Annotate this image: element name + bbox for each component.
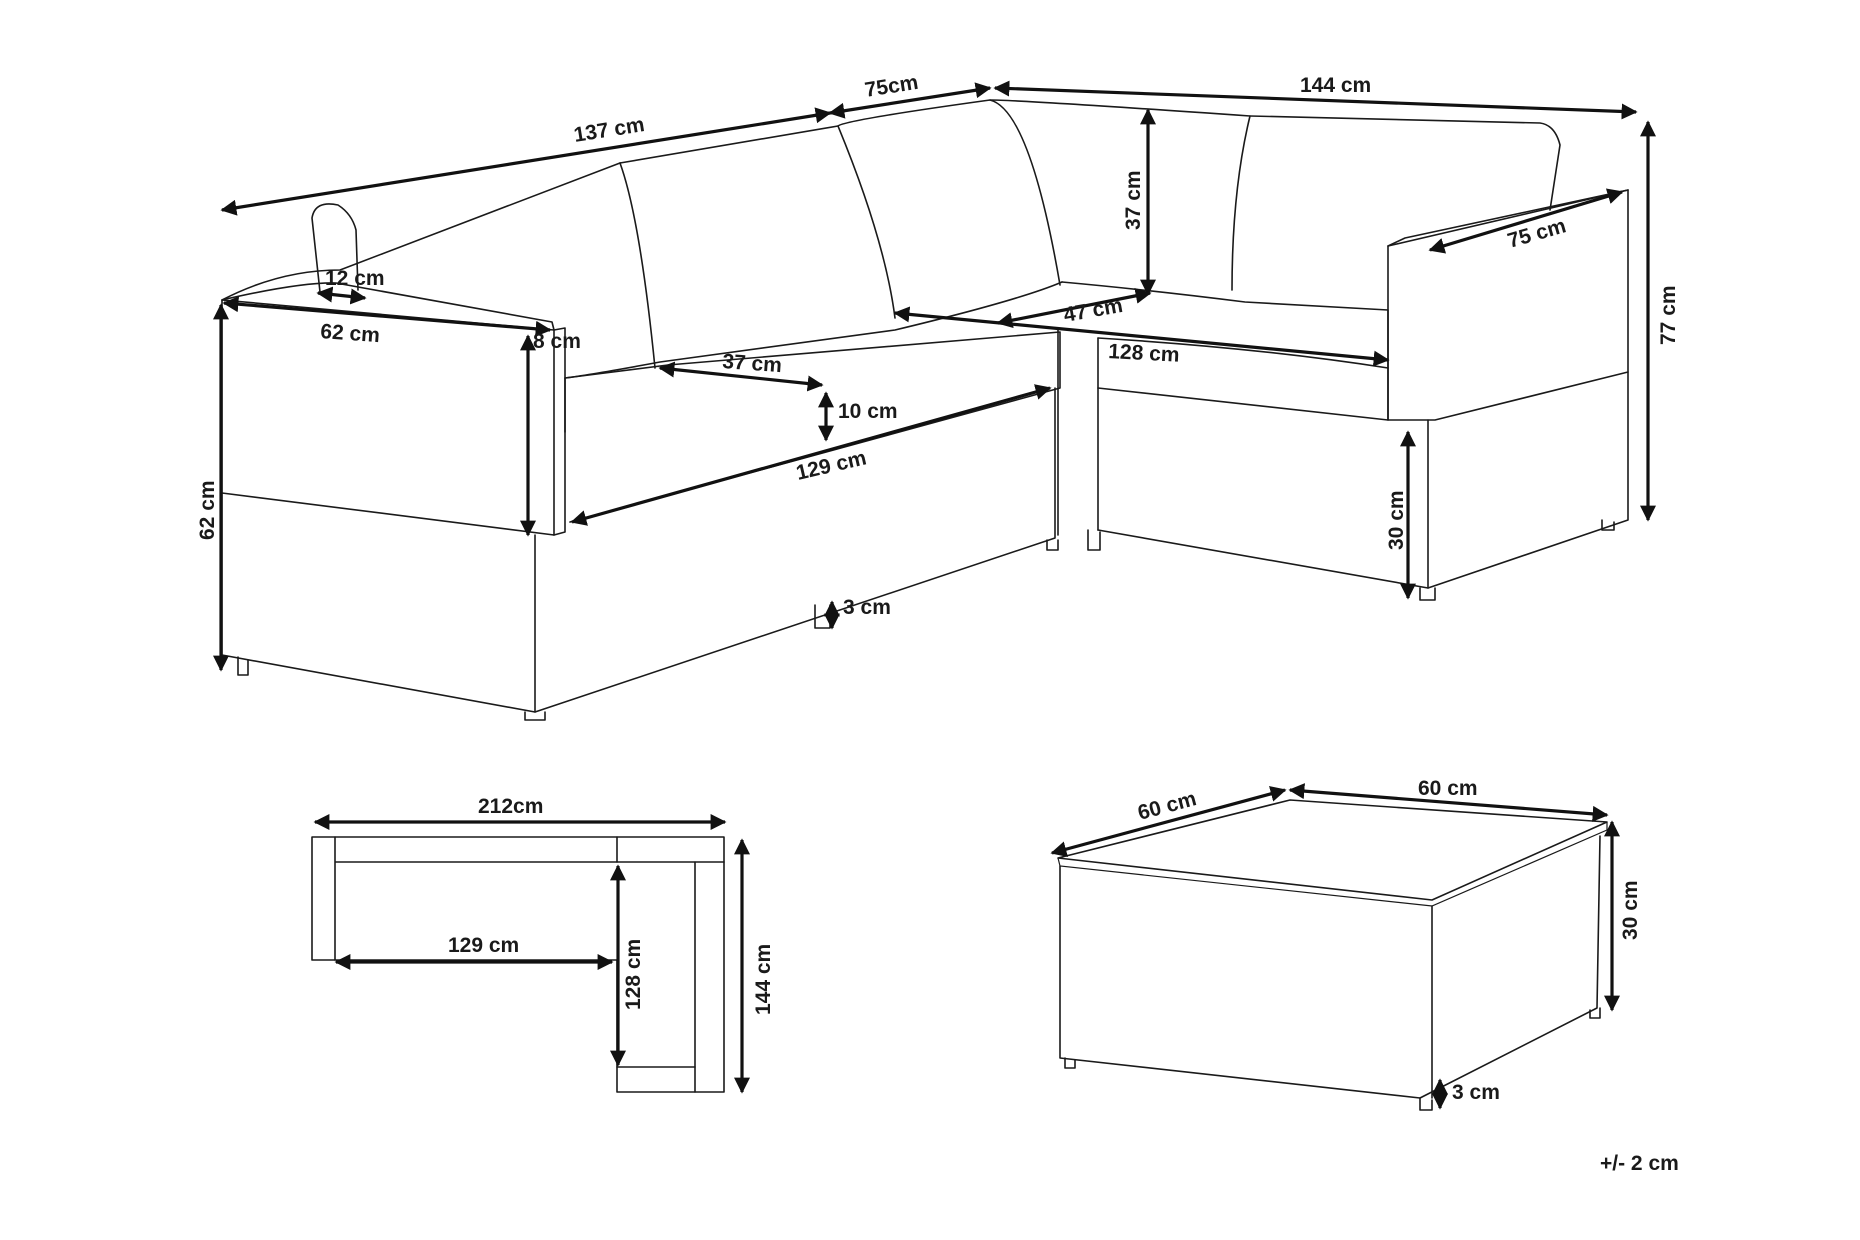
label-128: 128 cm bbox=[1108, 340, 1180, 367]
dim-144 bbox=[993, 80, 1638, 120]
sofa-labels: 137 cm 75cm 144 cm 37 cm 75 cm 77 cm 12 … bbox=[196, 71, 1680, 619]
label-60-depth: 60 cm bbox=[1135, 787, 1198, 825]
left-arm-top bbox=[221, 282, 555, 331]
label-75-arm: 75 cm bbox=[1505, 214, 1569, 253]
label-47: 47 cm bbox=[1062, 294, 1125, 327]
right-seat bbox=[1061, 281, 1389, 421]
plan-outline bbox=[311, 836, 725, 1093]
right-arm bbox=[1387, 189, 1629, 421]
left-seat-top bbox=[564, 281, 1063, 433]
dim-60-depth bbox=[1050, 786, 1287, 857]
label-128-plan: 128 cm bbox=[622, 939, 645, 1010]
table-drawing: 60 cm 60 cm 30 cm 3 cm bbox=[1050, 777, 1642, 1111]
back-cushion-1 bbox=[619, 162, 656, 369]
label-77: 77 cm bbox=[1657, 285, 1680, 345]
label-129: 129 cm bbox=[794, 446, 869, 484]
label-212: 212cm bbox=[478, 795, 543, 818]
table-top-edge bbox=[1057, 822, 1608, 907]
tolerance-note: +/- 2 cm bbox=[1600, 1152, 1679, 1175]
dim-37-seat bbox=[658, 361, 824, 392]
dim-62-arm bbox=[222, 296, 552, 337]
back-top-line bbox=[221, 162, 621, 301]
left-arm-inner bbox=[553, 327, 566, 536]
plan-corner bbox=[616, 836, 725, 1093]
plan-back-inner bbox=[334, 836, 696, 1068]
dim-128 bbox=[893, 306, 1390, 367]
back-cushion-3 bbox=[837, 99, 1061, 286]
sofa-legs bbox=[237, 519, 1615, 721]
label-30: 30 cm bbox=[1385, 490, 1408, 550]
label-37-seat: 37 cm bbox=[722, 350, 783, 377]
left-arm bbox=[221, 299, 555, 536]
label-129-plan: 129 cm bbox=[448, 934, 519, 957]
dim-75-top bbox=[828, 82, 992, 119]
dim-12 bbox=[316, 286, 367, 305]
label-62-height: 62 cm bbox=[196, 480, 219, 540]
dim-75-arm bbox=[1428, 188, 1624, 254]
label-12: 12 cm bbox=[325, 267, 385, 290]
label-60-width: 60 cm bbox=[1418, 777, 1478, 800]
label-10: 10 cm bbox=[838, 400, 898, 423]
label-137: 137 cm bbox=[572, 113, 646, 147]
back-cushion-2 bbox=[619, 125, 896, 319]
right-back-cushion bbox=[989, 99, 1251, 291]
right-base bbox=[1097, 371, 1629, 589]
label-8: 8 cm bbox=[533, 330, 581, 353]
label-75-top: 75cm bbox=[863, 71, 920, 102]
label-62-arm: 62 cm bbox=[320, 320, 381, 347]
label-3-table: 3 cm bbox=[1452, 1081, 1500, 1104]
plan-view: 212cm 129 cm 128 cm 144 cm bbox=[311, 795, 775, 1094]
label-3-sofa: 3 cm bbox=[843, 596, 891, 619]
label-37-back: 37 cm bbox=[1122, 170, 1145, 230]
left-seat-cushion bbox=[564, 331, 1061, 523]
dim-137 bbox=[220, 107, 832, 216]
table-legs bbox=[1064, 1007, 1601, 1111]
corner-post bbox=[1057, 329, 1099, 536]
dim-129 bbox=[570, 384, 1052, 526]
right-back-cushion-2 bbox=[1249, 115, 1561, 211]
sofa-dimension-lines bbox=[213, 80, 1656, 672]
label-144: 144 cm bbox=[1300, 74, 1371, 97]
label-30-table: 30 cm bbox=[1619, 880, 1642, 940]
label-144-plan: 144 cm bbox=[752, 944, 775, 1015]
sofa-drawing bbox=[221, 99, 1629, 721]
dim-60-width bbox=[1288, 783, 1609, 822]
left-base bbox=[221, 387, 1056, 713]
